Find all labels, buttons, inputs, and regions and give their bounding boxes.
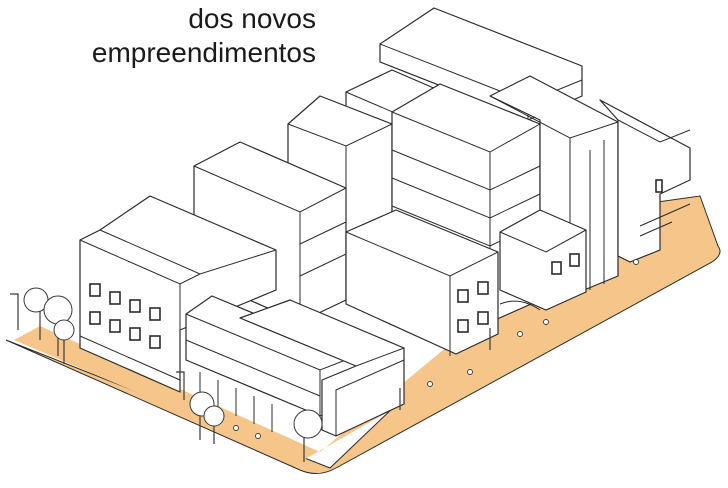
building-front-left	[79, 195, 277, 393]
street-lamp-icon	[10, 293, 491, 410]
caption-line-2: empreendimentos	[91, 37, 316, 68]
tree-icon	[293, 409, 323, 462]
building-front-corner	[239, 299, 405, 437]
building-front-cube	[345, 209, 499, 356]
pedestrian-icon	[233, 259, 639, 439]
building-far-right	[599, 99, 691, 263]
tree-icon	[189, 391, 225, 444]
caption-line-1: dos novos	[188, 3, 316, 34]
building-right-lower	[499, 209, 587, 311]
tree-icon	[23, 287, 75, 364]
caption: dos novos empreendimentos	[92, 2, 316, 70]
